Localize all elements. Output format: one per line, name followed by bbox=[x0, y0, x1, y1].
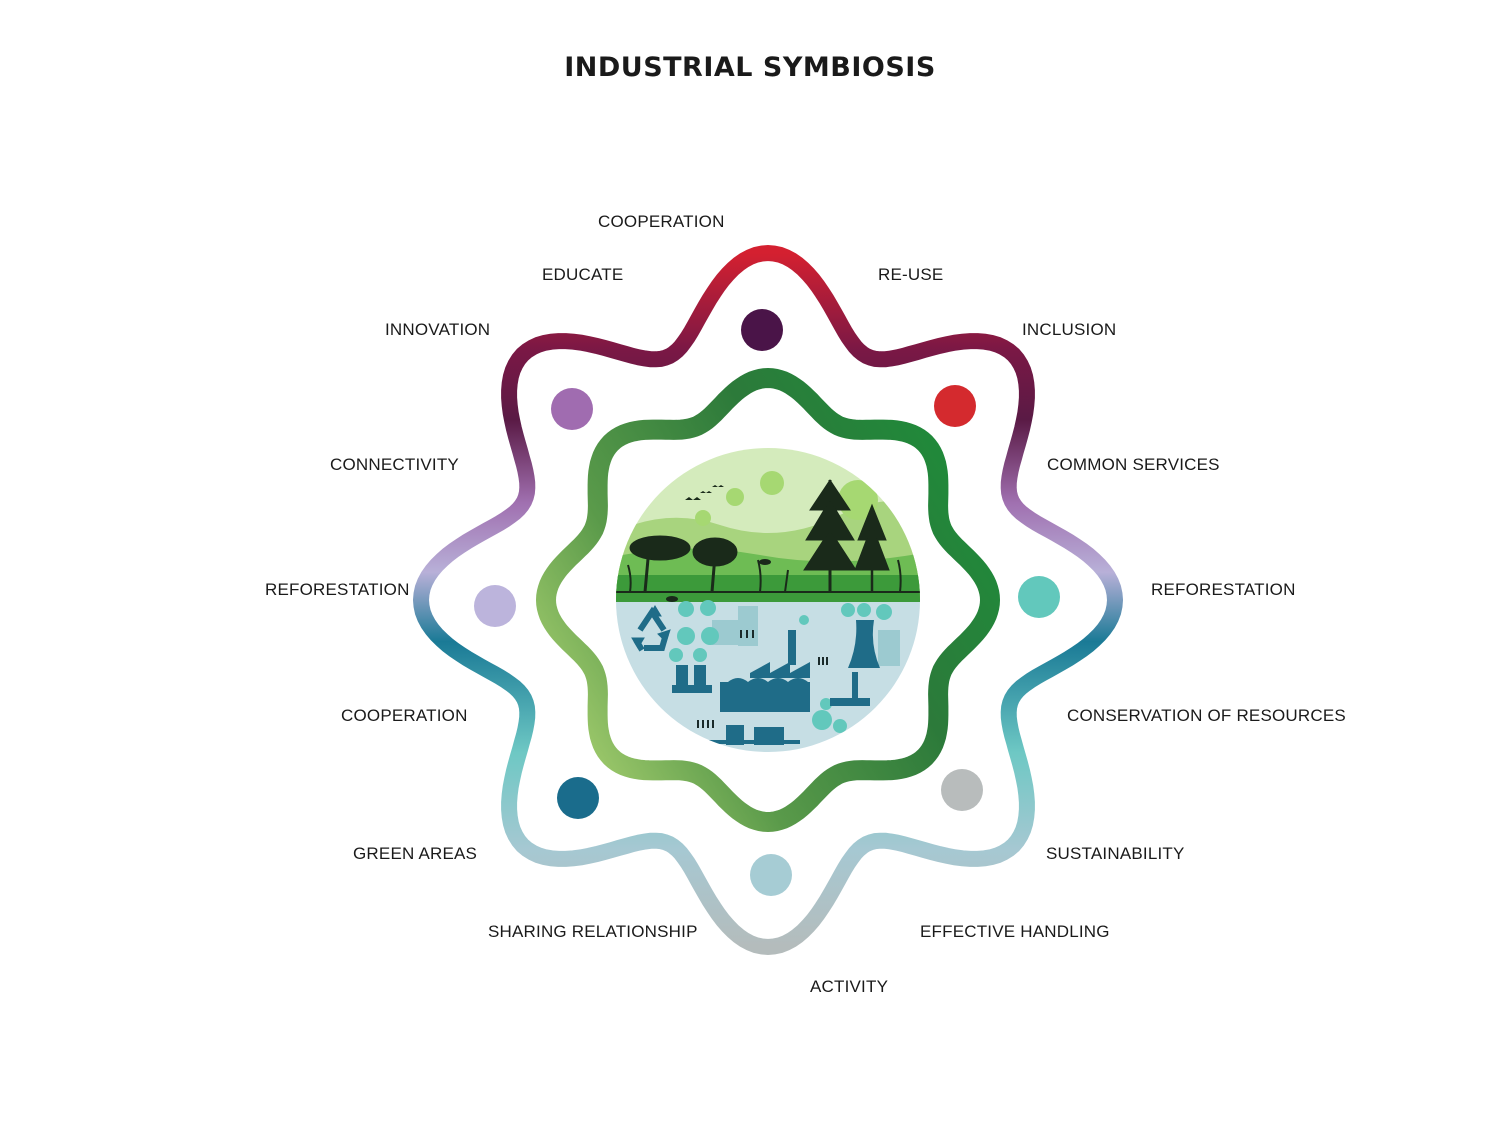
label-common-services: COMMON SERVICES bbox=[1047, 455, 1220, 474]
label-sustainability: SUSTAINABILITY bbox=[1046, 844, 1185, 863]
dot-activity bbox=[750, 854, 792, 896]
bubble-cluster-nature bbox=[695, 471, 878, 526]
label-re-use: RE-USE bbox=[878, 265, 944, 284]
dot-inclusion bbox=[934, 385, 976, 427]
label-reforestation-left: REFORESTATION bbox=[265, 580, 410, 599]
cooling-tower-icon bbox=[848, 620, 880, 668]
background-buildings bbox=[712, 606, 900, 666]
label-green-areas: GREEN AREAS bbox=[353, 844, 478, 863]
dot-sustainability bbox=[941, 769, 983, 811]
people-silhouettes bbox=[697, 630, 828, 728]
recycle-icon bbox=[631, 605, 671, 652]
bird-icon bbox=[666, 485, 771, 602]
label-reforestation-right: REFORESTATION bbox=[1151, 580, 1296, 599]
dot-reforestation-right bbox=[1018, 576, 1060, 618]
label-educate: EDUCATE bbox=[542, 265, 624, 284]
dot-innovation bbox=[551, 388, 593, 430]
tree-icon bbox=[616, 479, 920, 593]
label-conservation-of-resources: CONSERVATION OF RESOURCES bbox=[1067, 706, 1346, 725]
label-inclusion: INCLUSION bbox=[1022, 320, 1117, 339]
bubble-cluster-industry bbox=[669, 600, 892, 733]
label-activity: ACTIVITY bbox=[810, 977, 889, 996]
diagram-title: INDUSTRIAL SYMBIOSIS bbox=[564, 52, 936, 83]
label-cooperation-left: COOPERATION bbox=[341, 706, 468, 725]
label-connectivity: CONNECTIVITY bbox=[330, 455, 459, 474]
inner-wavy-ring bbox=[535, 367, 1001, 833]
factory-icon bbox=[672, 630, 870, 745]
dot-cooperation bbox=[741, 309, 783, 351]
label-cooperation-top: COOPERATION bbox=[598, 212, 725, 231]
central-scene bbox=[616, 448, 920, 752]
label-effective-handling: EFFECTIVE HANDLING bbox=[920, 922, 1110, 941]
outer-wavy-ring bbox=[412, 244, 1124, 956]
label-sharing-relationship: SHARING RELATIONSHIP bbox=[488, 922, 698, 941]
dot-green-areas bbox=[557, 777, 599, 819]
dot-reforestation-left bbox=[474, 585, 516, 627]
label-innovation: INNOVATION bbox=[385, 320, 491, 339]
